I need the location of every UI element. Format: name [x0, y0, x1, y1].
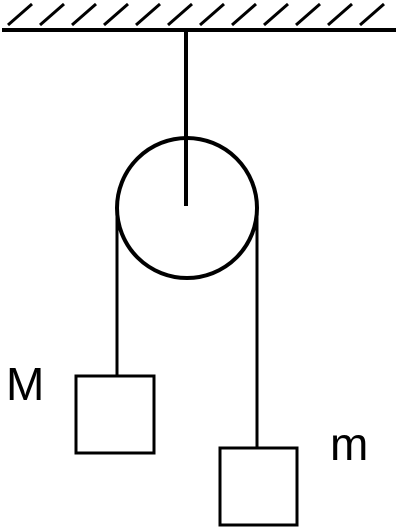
mass-block-left	[74, 374, 156, 455]
mass-block-right	[218, 446, 299, 527]
mass-label-left: M	[6, 358, 44, 410]
ceiling-hatching	[7, 2, 385, 27]
mass-label-right: m	[330, 418, 368, 470]
